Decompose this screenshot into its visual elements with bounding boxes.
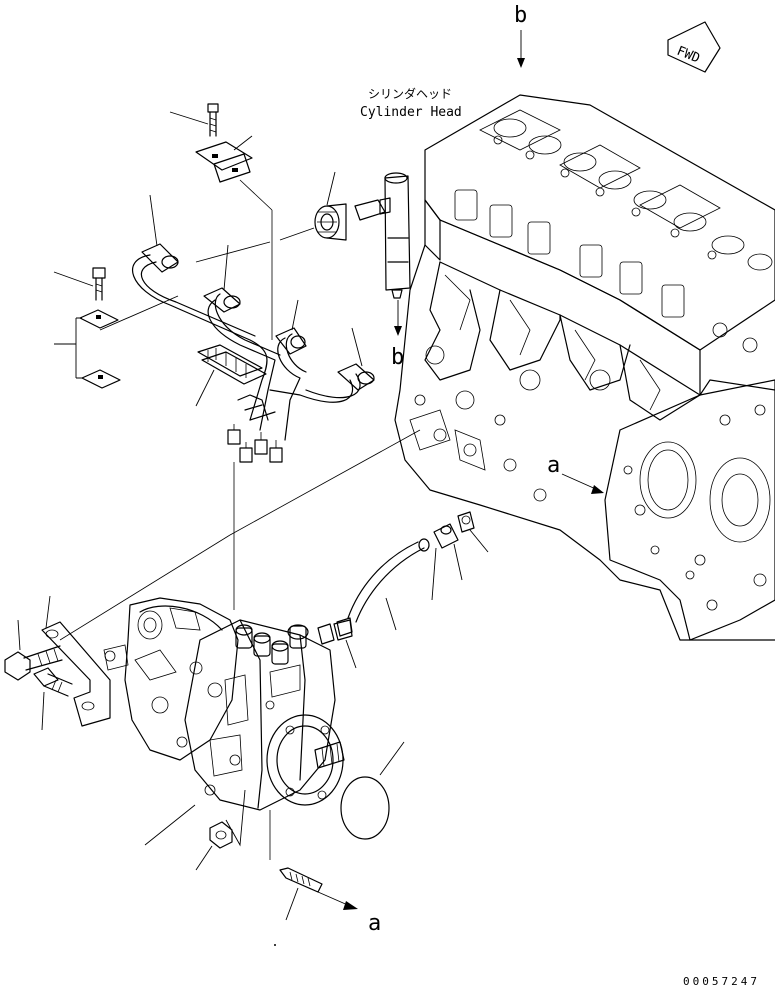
fuel-injection-pump: [103, 597, 353, 811]
stray-dot: [274, 944, 276, 946]
pipe-nut-2: [203, 287, 241, 313]
cylinder-head-label-jp: シリンダヘッド: [368, 86, 452, 101]
reference-a-bottom: a: [317, 891, 381, 936]
engine-block: [394, 244, 775, 641]
fwd-label: FWD: [675, 44, 703, 67]
reference-b-mid: b: [391, 300, 404, 370]
forward-direction-marker: FWD: [667, 21, 721, 73]
pump-bracket: [41, 595, 111, 727]
guide-line-5: [229, 429, 421, 536]
guide-line-4: [59, 534, 231, 641]
drawing-number: 00057247: [683, 975, 760, 988]
lower-pipe-nuts: [227, 394, 283, 463]
guide-line-2: [239, 179, 273, 211]
reference-a-right: a: [547, 453, 604, 494]
injection-pipes: [132, 194, 375, 463]
ref-b-top-label: b: [514, 3, 527, 28]
hose-fitting: [431, 511, 489, 601]
bracket-bolt-2: [33, 667, 73, 731]
pipe-nut-3: [275, 327, 307, 355]
nozzle-seal: [279, 171, 347, 241]
return-hose: [333, 538, 430, 669]
cylinder-head: [424, 94, 775, 396]
clamp-plate-upper: [195, 135, 253, 183]
ref-b-mid-label: b: [391, 345, 404, 370]
clamp-bolt-upper: [169, 103, 219, 137]
pipe-nut-1: [141, 243, 179, 273]
cylinder-head-label-en: Cylinder Head: [360, 105, 462, 120]
ref-a-right-label: a: [547, 453, 560, 478]
pipe-clamp: [195, 344, 267, 407]
pipe-nut-4: [337, 363, 375, 391]
clamp-plate-left: [54, 295, 179, 389]
reference-b-top: b: [514, 3, 527, 68]
injection-nozzle: [354, 172, 411, 299]
o-ring: [340, 741, 405, 840]
ref-a-bottom-label: a: [368, 911, 381, 936]
clamp-bolt-left: [53, 267, 106, 301]
pump-leaders: [144, 789, 246, 847]
pump-nut: [195, 821, 233, 871]
pump-stud: [269, 810, 323, 921]
bracket-bolt-1: [4, 619, 63, 681]
